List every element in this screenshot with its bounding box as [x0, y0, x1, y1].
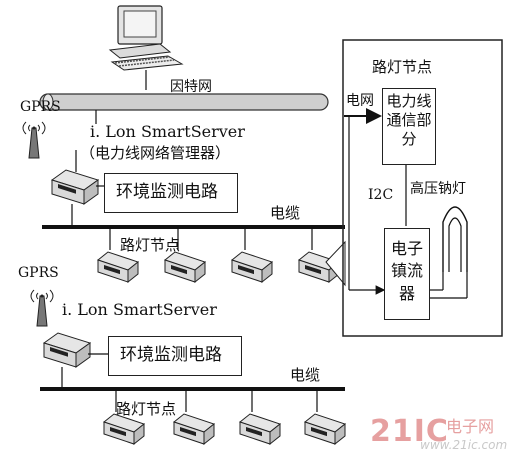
plc-comm-box	[382, 88, 436, 165]
internet-pipe	[39, 93, 329, 111]
gprs-label-2: GPRS	[18, 265, 59, 281]
lamp-icon	[430, 206, 468, 299]
env-monitor-label-1: 环境监测电路	[116, 182, 218, 202]
env-monitor-box-1	[104, 173, 238, 213]
streetlight-node-icon	[164, 251, 206, 283]
plc-comm-label: 电力线 通信部 分	[386, 92, 432, 148]
watermark-brand: 21IC	[370, 414, 449, 449]
smartserver-device-icon	[43, 332, 91, 368]
hps-lamp-label: 高压钠灯	[410, 181, 466, 197]
streetlight-node-icon	[304, 413, 346, 445]
streetlight-node-label-2: 路灯节点	[116, 400, 177, 418]
streetlight-node-icon	[173, 413, 215, 445]
ballast-box	[384, 228, 430, 320]
antenna-icon	[30, 289, 54, 327]
streetlight-node-icon	[231, 251, 273, 283]
smartserver-label-1: i. Lon SmartServer	[90, 122, 245, 141]
watermark-cn: 电子网	[446, 417, 495, 436]
smartserver-device-icon	[51, 169, 99, 205]
streetlight-node-icon	[97, 251, 139, 283]
streetlight-node-panel	[342, 39, 503, 337]
antenna-icon	[22, 121, 46, 159]
ballast-label: 电子 镇流 器	[390, 239, 423, 303]
watermark-url: www.21ic.com	[420, 438, 508, 452]
env-monitor-box-2	[108, 336, 242, 376]
plc-manager-label: （电力线网络管理器）	[80, 144, 231, 162]
streetlight-node-label-1: 路灯节点	[120, 236, 181, 254]
streetlight-node-icon	[103, 413, 145, 445]
smartserver-label-2: i. Lon SmartServer	[62, 300, 217, 319]
i2c-label: I2C	[368, 187, 394, 203]
gprs-label-1: GPRS	[20, 99, 61, 115]
zoom-callout	[325, 240, 346, 287]
computer-icon	[108, 5, 184, 90]
cable-label-2: 电缆	[290, 366, 321, 384]
streetlight-node-icon	[239, 413, 281, 445]
power-grid-label: 电网	[346, 93, 374, 109]
internet-label: 因特网	[170, 79, 212, 95]
env-monitor-label-2: 环境监测电路	[120, 345, 222, 365]
cable-label-1: 电缆	[270, 204, 301, 222]
node-panel-title: 路灯节点	[372, 58, 433, 76]
